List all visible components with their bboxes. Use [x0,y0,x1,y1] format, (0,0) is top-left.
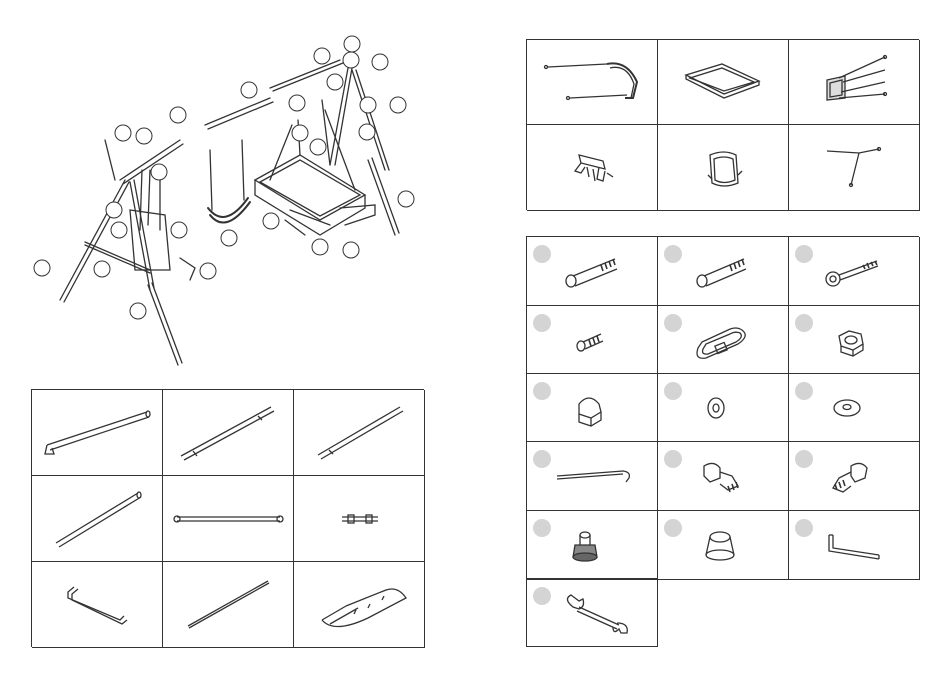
long-tube-icon [294,390,425,476]
parts-cell-7 [32,562,163,648]
hardware-cell-9 [789,374,920,442]
hardware-cell-11 [658,442,789,511]
accessory-cell-4 [527,125,658,211]
hardware-cell-8 [658,374,789,442]
accessories-table [526,39,919,210]
hardware-cell-15 [789,511,920,580]
swing-set-exploded-view-icon [30,30,440,375]
seat-pad-icon [658,125,789,211]
rope-hanger-icon [789,125,920,211]
clamp-bracket-icon [527,125,658,211]
parts-table [31,389,424,647]
hardware-cell-4 [527,306,658,374]
parts-cell-5 [163,476,294,562]
hardware-cell-1 [527,237,658,306]
accessory-cell-5 [658,125,789,211]
hardware-cell-13 [527,511,658,580]
hardware-table [526,236,919,647]
hardware-cell-3 [789,237,920,306]
accessory-cell-6 [789,125,920,211]
baby-seat-with-ropes-icon [789,40,920,125]
assembly-diagram [30,30,440,375]
accessory-cell-1 [527,40,658,125]
curved-top-beam-with-bracket-icon [32,390,163,476]
hardware-cell-5 [658,306,789,374]
hardware-cell-2 [658,237,789,306]
leg-tube-icon [32,476,163,562]
thin-rod-icon [163,562,294,648]
long-tube-icon [163,390,294,476]
hardware-cell-10 [527,442,658,511]
connecting-bar-icon [163,476,294,562]
hardware-cell-6 [789,306,920,374]
parts-cell-8 [163,562,294,648]
parts-cell-4 [32,476,163,562]
parts-cell-2 [163,390,294,476]
belt-swing-seat-icon [527,40,658,125]
accessory-cell-3 [789,40,920,125]
seat-trough-icon [294,562,425,648]
short-connector-icon [294,476,425,562]
hardware-cell-14 [658,511,789,580]
hardware-grid-last [526,578,658,647]
parts-cell-3 [294,390,425,476]
rectangular-frame-icon [658,40,789,125]
accessory-cell-2 [658,40,789,125]
u-bar-icon [32,562,163,648]
parts-cell-6 [294,476,425,562]
hardware-cell-7 [527,374,658,442]
hardware-grid-main [526,236,919,579]
hardware-cell-12 [789,442,920,511]
parts-cell-9 [294,562,425,648]
parts-cell-1 [32,390,163,476]
